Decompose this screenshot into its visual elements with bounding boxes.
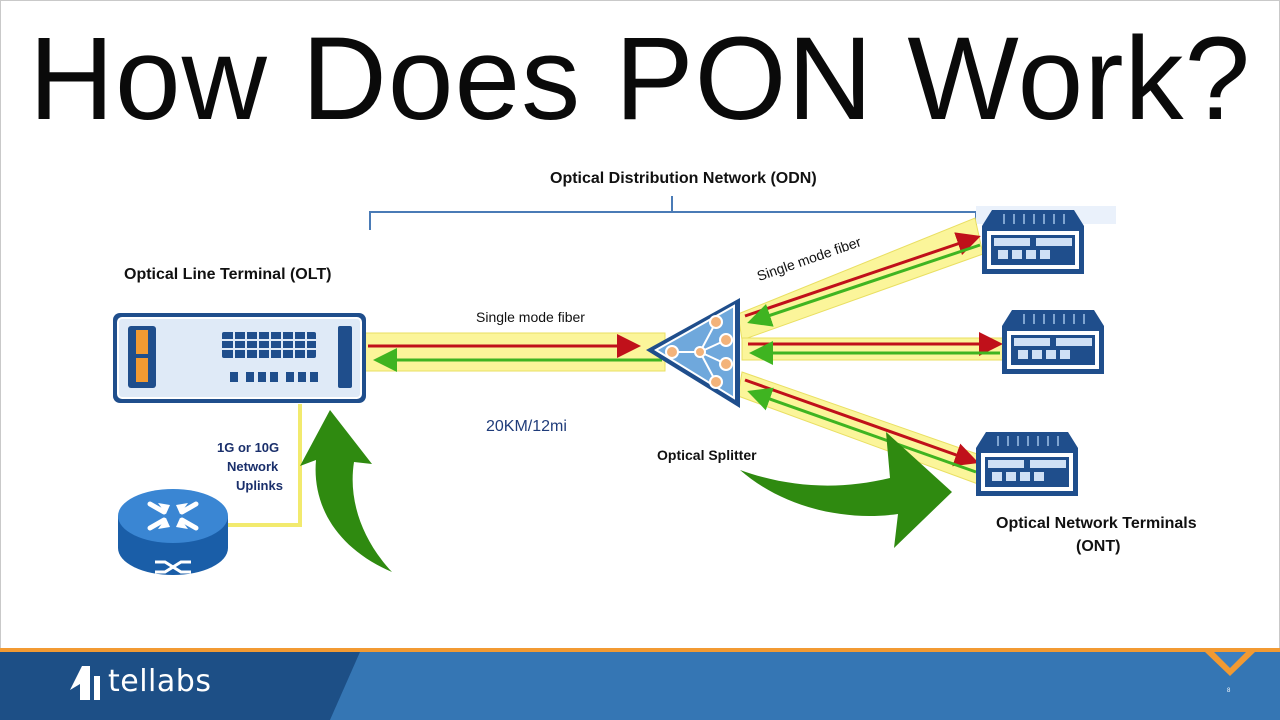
odn-label: Optical Distribution Network (ODN) (550, 170, 817, 187)
main-fiber-band (364, 332, 666, 372)
uplink-label-line3: Uplinks (236, 478, 283, 493)
green-arrow-right (740, 432, 952, 548)
olt-label: Optical Line Terminal (OLT) (124, 266, 332, 283)
distance-label: 20KM/12mi (486, 418, 567, 435)
slide-title: How Does PON Work? (28, 13, 1252, 145)
router-icon (118, 489, 228, 575)
uplink-label-line1: 1G or 10G (217, 440, 280, 455)
green-arrow-left (300, 410, 392, 572)
footer-bar (0, 648, 1280, 720)
fiber-branch-lower (737, 371, 981, 485)
fiber-branch-middle (741, 337, 1006, 361)
uplink-label-line2: Network (227, 459, 279, 474)
ont-device-3 (976, 432, 1078, 496)
ont-label-line1: Optical Network Terminals (996, 515, 1197, 532)
optical-splitter (646, 298, 740, 408)
fiber-branch-upper (737, 217, 984, 341)
ont-device-2 (1002, 310, 1104, 374)
odn-bracket (369, 196, 977, 230)
slide-number: 8 (1227, 688, 1231, 694)
fiber-label-main: Single mode fiber (476, 309, 585, 325)
brand-logo: tellabs (108, 664, 212, 699)
tellabs-logo-icon (70, 666, 100, 700)
ont-label-line2: (ONT) (1076, 538, 1121, 555)
uplink-fiber (225, 404, 302, 527)
olt-device (113, 313, 366, 403)
ont-device-1 (982, 210, 1084, 274)
splitter-label: Optical Splitter (657, 447, 757, 463)
